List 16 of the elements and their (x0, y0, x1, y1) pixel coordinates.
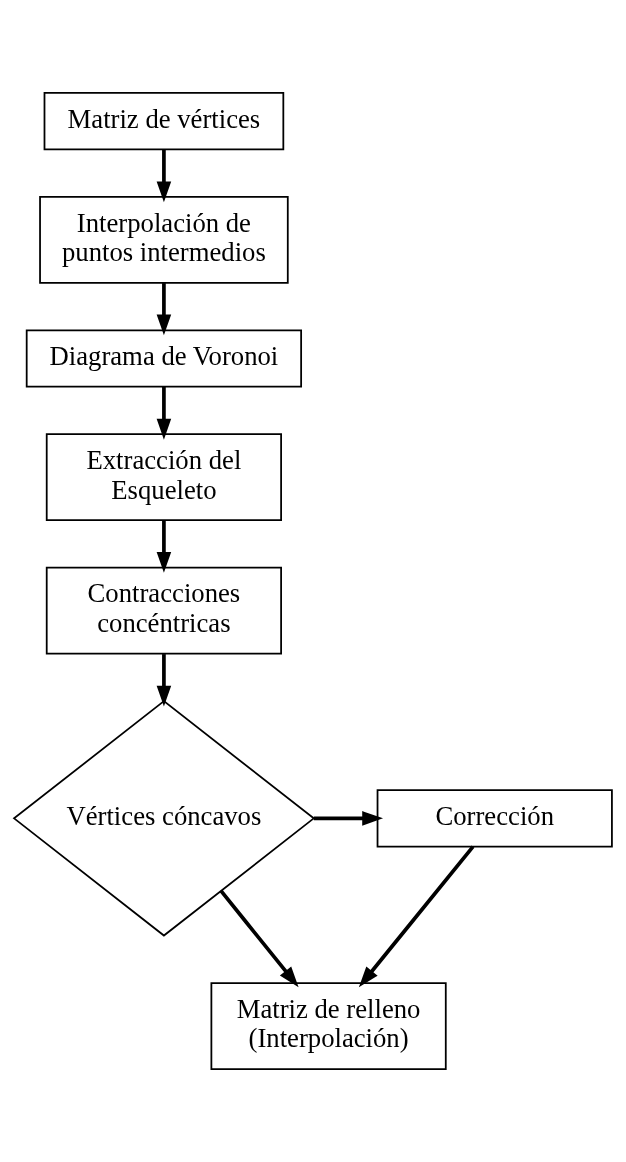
arrow (313, 811, 384, 826)
node-box: Contracciones concéntricas (45, 566, 282, 655)
node-box: Diagrama de Voronoi (25, 329, 302, 388)
arrow (219, 889, 299, 988)
node-box: Interpolación de puntos intermedios (39, 195, 289, 284)
node-box: Corrección (376, 789, 613, 848)
arrow (156, 654, 172, 707)
arrow (156, 149, 172, 203)
arrow (156, 520, 172, 573)
node-box: Matriz de vértices (43, 92, 285, 151)
arrow (358, 845, 475, 988)
node-diamond: Vértices cóncavos (12, 700, 316, 937)
node-box: Extracción del Esqueleto (45, 433, 282, 522)
arrow (156, 386, 172, 440)
arrow (156, 283, 172, 336)
node-box: Matriz de relleno (Interpolación) (210, 982, 447, 1070)
